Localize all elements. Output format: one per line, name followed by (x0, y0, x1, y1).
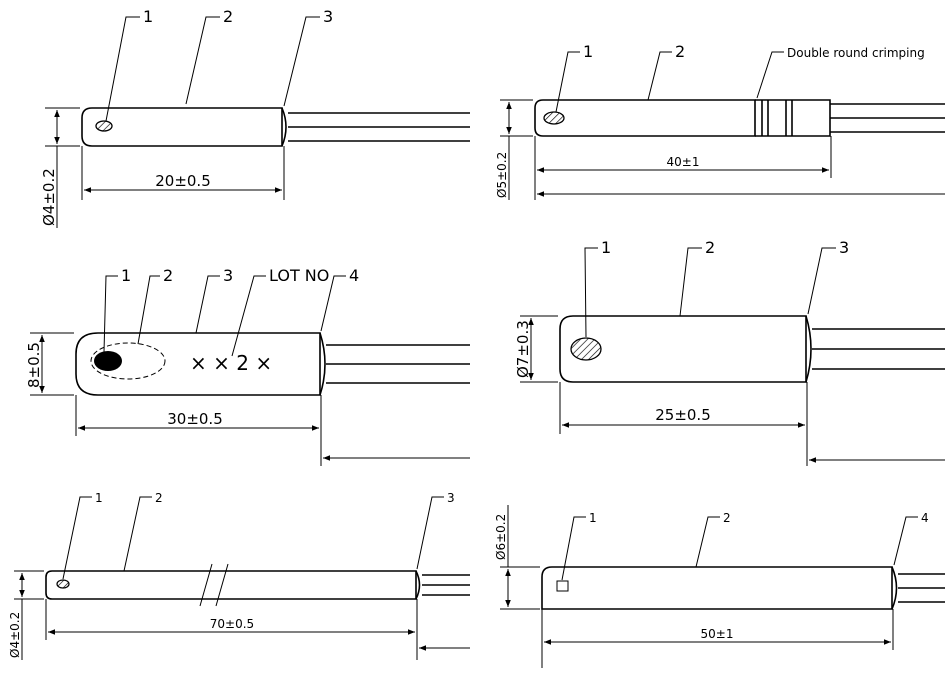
break-line (199, 563, 213, 607)
cable (830, 103, 945, 133)
sensor-body (75, 332, 321, 396)
thermistor-element (556, 580, 569, 592)
leader-note (756, 51, 784, 99)
diameter-label: Ø4±0.2 (40, 168, 58, 226)
height-label: 8±0.5 (25, 342, 43, 388)
callout-2: 2 (723, 511, 731, 525)
leader-3 (195, 275, 220, 334)
callout-4: 4 (349, 266, 359, 285)
cable (326, 344, 470, 384)
thermistor-element (56, 579, 70, 589)
crimp-rings (761, 100, 793, 136)
callout-3: 3 (839, 238, 849, 257)
callout-2: 2 (223, 7, 233, 26)
thermistor-element (95, 120, 113, 132)
leader-2 (647, 51, 672, 101)
leader-1 (105, 16, 140, 122)
diameter-label: Ø5±0.2 (495, 152, 509, 198)
length-label: 40±1 (667, 155, 700, 169)
drawing-sensor-b: 1 2 Double round crimping Ø5±0.2 40±1 (495, 42, 945, 200)
leader-2 (679, 247, 702, 317)
callout-3: 3 (223, 266, 233, 285)
length-label: 50±1 (701, 627, 734, 641)
leader-1 (561, 516, 586, 581)
diameter-label: Ø7±0.3 (514, 320, 532, 378)
callout-1: 1 (589, 511, 597, 525)
potting-outline (90, 342, 166, 380)
thermistor-element (543, 111, 565, 125)
sensor-body (534, 99, 756, 137)
leader-2 (695, 516, 720, 568)
drawing-sensor-f: 1 2 4 Ø6±0.2 50±1 (494, 505, 945, 668)
callout-3: 3 (447, 491, 455, 505)
callout-1: 1 (95, 491, 103, 505)
length-label: 70±0.5 (210, 617, 254, 631)
leader-1 (103, 275, 118, 353)
drawing-sensor-c: × × 2 × 1 2 3 LOT NO 4 8±0.5 30±0.5 (25, 266, 470, 466)
crimping-note: Double round crimping (787, 46, 925, 60)
leader-1 (555, 51, 580, 113)
leader-3 (416, 496, 444, 570)
sensor-end-cap (281, 107, 287, 147)
sensor-body (81, 107, 283, 147)
leader-3 (283, 16, 320, 107)
drawing-sensor-a: 1 2 3 Ø4±0.2 20±0.5 (40, 7, 470, 228)
length-label: 30±0.5 (167, 410, 223, 428)
sensor-end-cap (891, 566, 898, 610)
sensor-end-cap (319, 332, 326, 396)
lot-marking: × × 2 × (190, 351, 272, 375)
cable (898, 573, 945, 603)
leader-lot (231, 275, 266, 357)
leader-4 (893, 516, 918, 566)
callout-4: 4 (921, 511, 929, 525)
leader-4 (320, 275, 346, 332)
cable (812, 328, 945, 370)
callout-2: 2 (705, 238, 715, 257)
leader-2 (137, 275, 160, 345)
callout-1: 1 (583, 42, 593, 61)
lot-no-note: LOT NO (269, 266, 329, 285)
length-label: 25±0.5 (655, 406, 711, 424)
sensor-body (559, 315, 807, 383)
callout-1: 1 (601, 238, 611, 257)
thermistor-element (570, 337, 602, 361)
leader-3 (807, 247, 836, 315)
sensor-body (45, 570, 417, 600)
drawing-sensor-e: 1 2 3 Ø4±0.2 70±0.5 (8, 491, 470, 660)
length-label: 20±0.5 (155, 172, 211, 190)
diameter-label: Ø6±0.2 (494, 514, 508, 560)
callout-2: 2 (163, 266, 173, 285)
leader-1 (62, 496, 92, 580)
leader-1 (584, 247, 598, 338)
leader-2 (123, 496, 152, 572)
sensor-end-cap (415, 570, 421, 600)
leader-2 (185, 16, 220, 105)
cable (288, 112, 470, 142)
callout-2: 2 (155, 491, 163, 505)
thermistor-element (94, 351, 122, 371)
diameter-label: Ø4±0.2 (8, 612, 22, 658)
callout-1: 1 (121, 266, 131, 285)
cable (422, 574, 470, 596)
sensor-body (541, 566, 893, 610)
sensor-end-cap (805, 315, 812, 383)
callout-2: 2 (675, 42, 685, 61)
callout-1: 1 (143, 7, 153, 26)
break-line (215, 563, 229, 607)
drawing-sensor-d: 1 2 3 Ø7±0.3 25±0.5 (514, 238, 945, 466)
callout-3: 3 (323, 7, 333, 26)
